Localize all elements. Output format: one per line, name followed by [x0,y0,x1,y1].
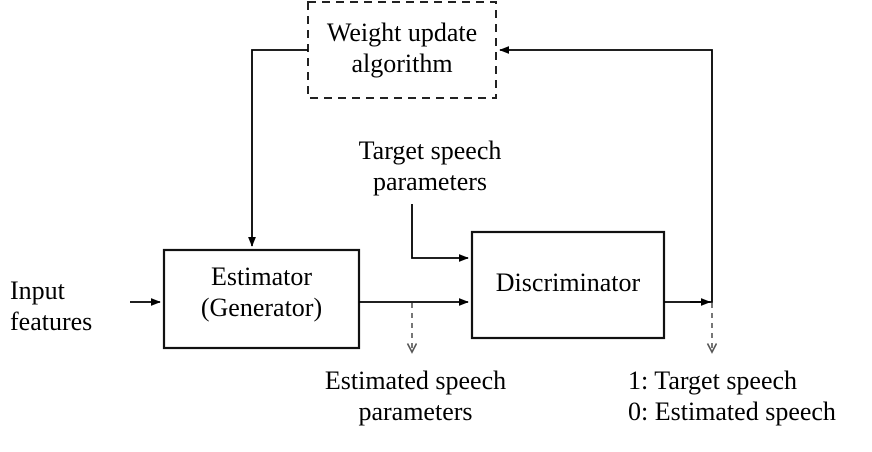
node-discriminator-box [470,230,666,340]
edge-target-to-discriminator [411,204,469,262]
node-weight-update-box [307,1,497,99]
edge-weightupdate-to-estimator [248,49,308,247]
edge-discriminator-to-weightupdate [499,46,713,303]
node-estimator-box [162,248,361,350]
